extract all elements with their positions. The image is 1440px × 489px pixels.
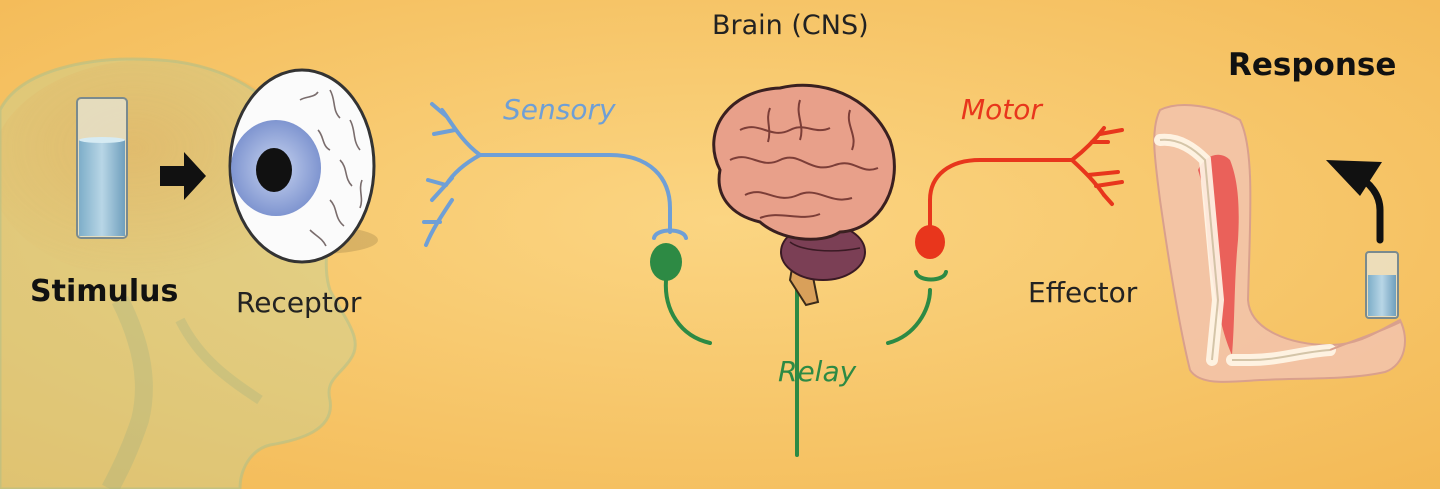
water-glass-icon [76,97,128,239]
brain-icon [712,83,896,307]
eye-icon [228,68,378,264]
arrow-right-icon [160,152,206,200]
motor-label: Motor [961,93,1042,126]
sensory-label: Sensory [503,93,616,126]
receptor-label: Receptor [236,286,362,319]
arm-icon [1153,104,1406,383]
relay-label: Relay [778,355,857,388]
sensory-neuron [422,102,688,247]
water-glass-icon [1365,251,1399,319]
response-label: Response [1228,47,1397,83]
stimulus-label: Stimulus [30,274,179,309]
brain-label: Brain (CNS) [712,10,869,41]
effector-label: Effector [1028,276,1138,309]
relay-neuron [650,243,948,457]
lift-arrow-icon [1326,160,1384,244]
motor-neuron [915,126,1124,259]
